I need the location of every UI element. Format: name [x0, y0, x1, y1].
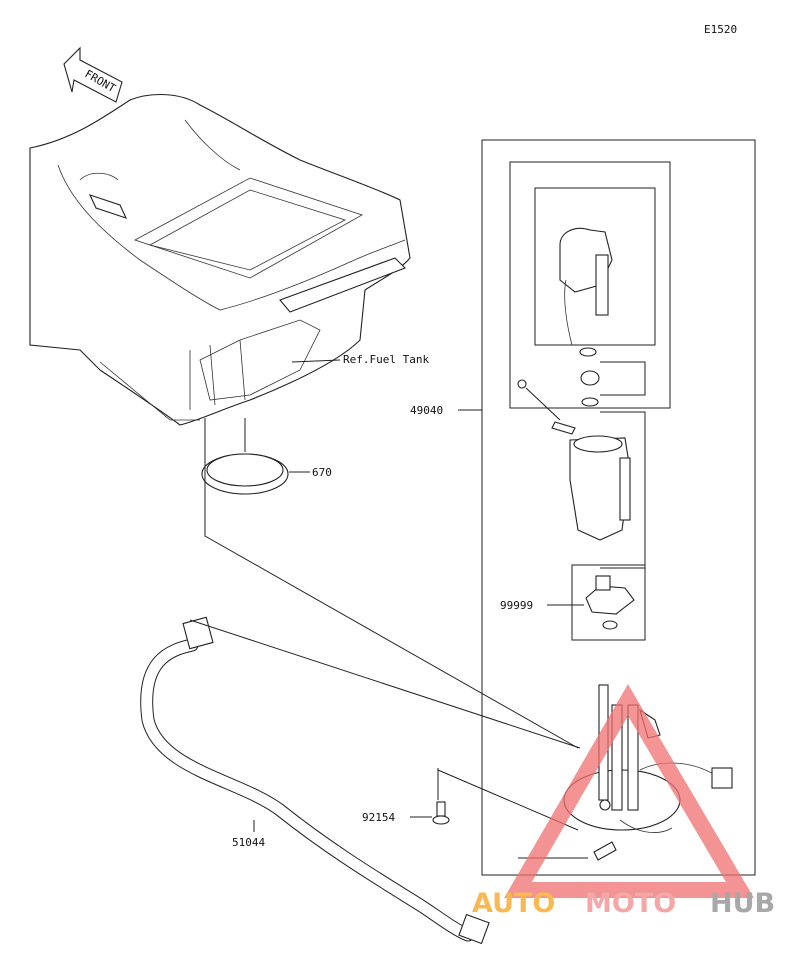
fuel-pump-body	[569, 435, 631, 541]
watermark-part3: HUB	[710, 888, 775, 919]
fuel-pump-upper	[559, 227, 613, 407]
regulator-99999	[585, 575, 635, 630]
ref-fuel-tank-label: Ref.Fuel Tank	[343, 353, 429, 366]
watermark-part1: AUTO	[472, 888, 555, 919]
assembly-49040-bracket	[481, 139, 756, 876]
front-arrow-icon: FRONT	[63, 46, 123, 103]
bolt-92154	[432, 801, 450, 825]
fuel-tank-illustration	[29, 93, 411, 426]
warning-triangle-icon	[504, 684, 755, 898]
diagram-code: E1520	[704, 23, 737, 36]
part-number-670: 670	[312, 466, 332, 479]
gasket-670	[201, 453, 289, 495]
part-number-49040: 49040	[410, 404, 443, 417]
fuel-hose-51044	[140, 616, 490, 945]
watermark: AUTO MOTO HUB	[472, 684, 775, 919]
watermark-part2: MOTO	[585, 888, 676, 919]
part-number-99999: 99999	[500, 599, 533, 612]
part-number-92154: 92154	[362, 811, 395, 824]
bolt-small	[517, 379, 576, 435]
part-number-51044: 51044	[232, 836, 265, 849]
